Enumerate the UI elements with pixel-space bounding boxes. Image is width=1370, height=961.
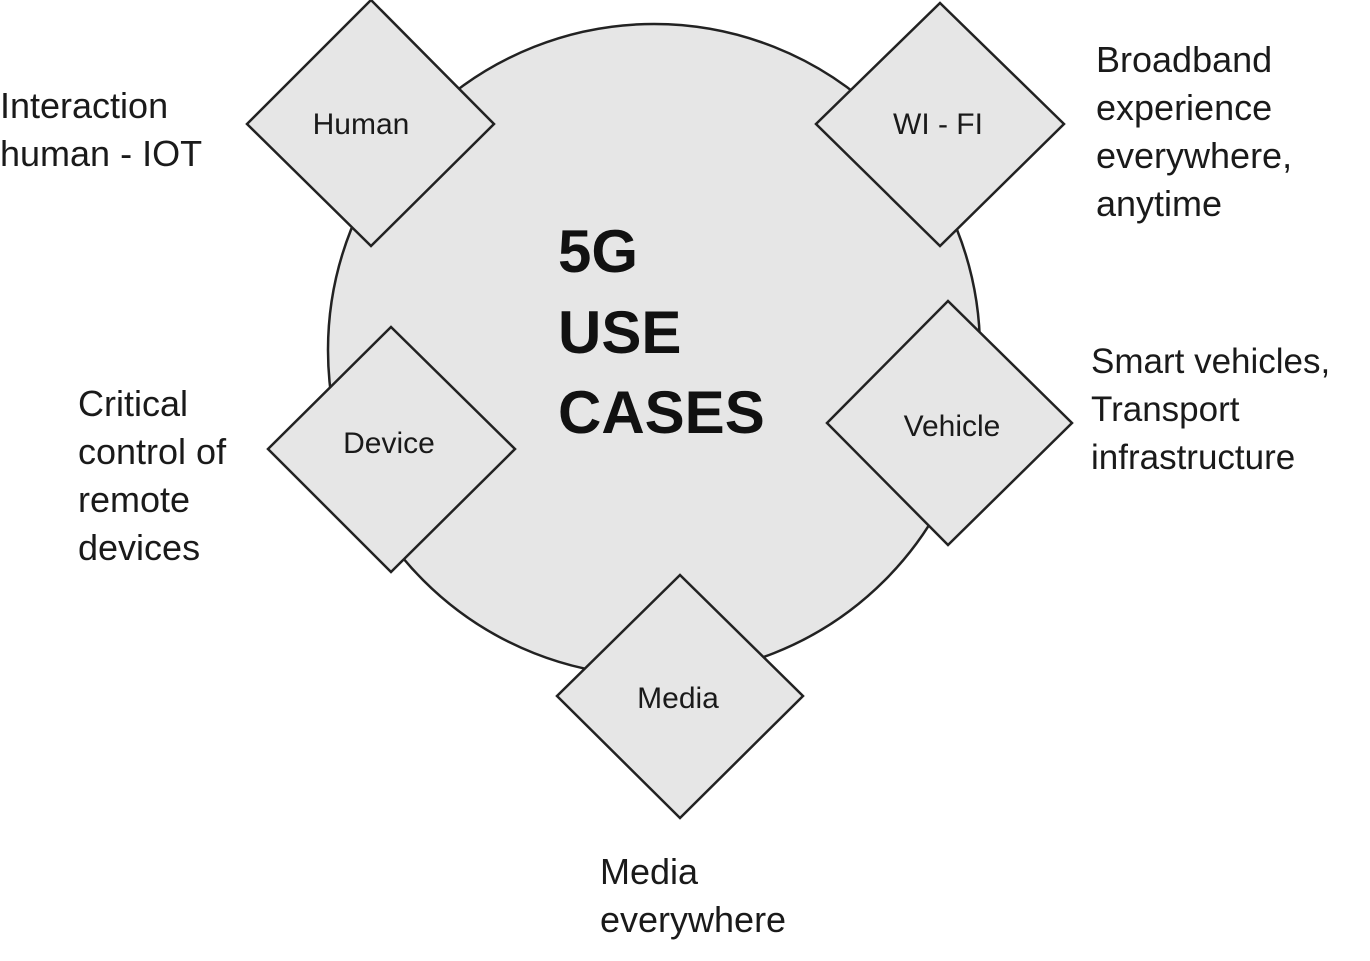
device-description-line: control of	[78, 431, 227, 472]
title-line-2: USE	[558, 299, 681, 366]
wifi-description-line: anytime	[1096, 183, 1223, 224]
title-line-3: CASES	[558, 379, 765, 446]
wifi-label: WI - FI	[893, 108, 983, 141]
wifi-description: Broadband experience everywhere, anytime	[1096, 36, 1292, 228]
wifi-node: WI - FI	[814, 1, 1066, 248]
device-description-line: devices	[78, 527, 201, 568]
media-description: Media everywhere	[600, 848, 786, 944]
media-node: Media	[555, 573, 805, 820]
wifi-description-line: Broadband	[1096, 39, 1273, 80]
device-description-line: Critical	[78, 383, 189, 424]
vehicle-description: Smart vehicles, Transport infrastructure	[1091, 338, 1330, 482]
human-description-line: human - IOT	[0, 133, 203, 174]
vehicle-label: Vehicle	[904, 410, 1001, 443]
device-node: Device	[266, 325, 517, 574]
wifi-diamond	[814, 1, 1066, 248]
media-diamond	[555, 573, 805, 820]
vehicle-diamond	[825, 299, 1074, 547]
vehicle-description-line: infrastructure	[1091, 438, 1296, 477]
device-description-line: remote	[78, 479, 191, 520]
vehicle-node: Vehicle	[825, 299, 1074, 547]
wifi-description-line: everywhere,	[1096, 135, 1293, 176]
human-description-line: Interaction	[0, 85, 169, 126]
media-description-line: Media	[600, 851, 699, 892]
human-description: Interaction human - IOT	[0, 82, 202, 178]
wifi-description-line: experience	[1096, 87, 1273, 128]
media-description-line: everywhere	[600, 899, 787, 940]
device-description: Critical control of remote devices	[78, 380, 226, 572]
human-node: Human	[245, 0, 496, 248]
human-diamond	[245, 0, 496, 248]
title-line-1: 5G	[558, 218, 638, 285]
device-label: Device	[343, 427, 435, 460]
media-label: Media	[637, 682, 719, 715]
human-label: Human	[313, 108, 410, 141]
vehicle-description-line: Transport	[1091, 390, 1240, 429]
device-diamond	[266, 325, 517, 574]
vehicle-description-line: Smart vehicles,	[1091, 342, 1331, 381]
